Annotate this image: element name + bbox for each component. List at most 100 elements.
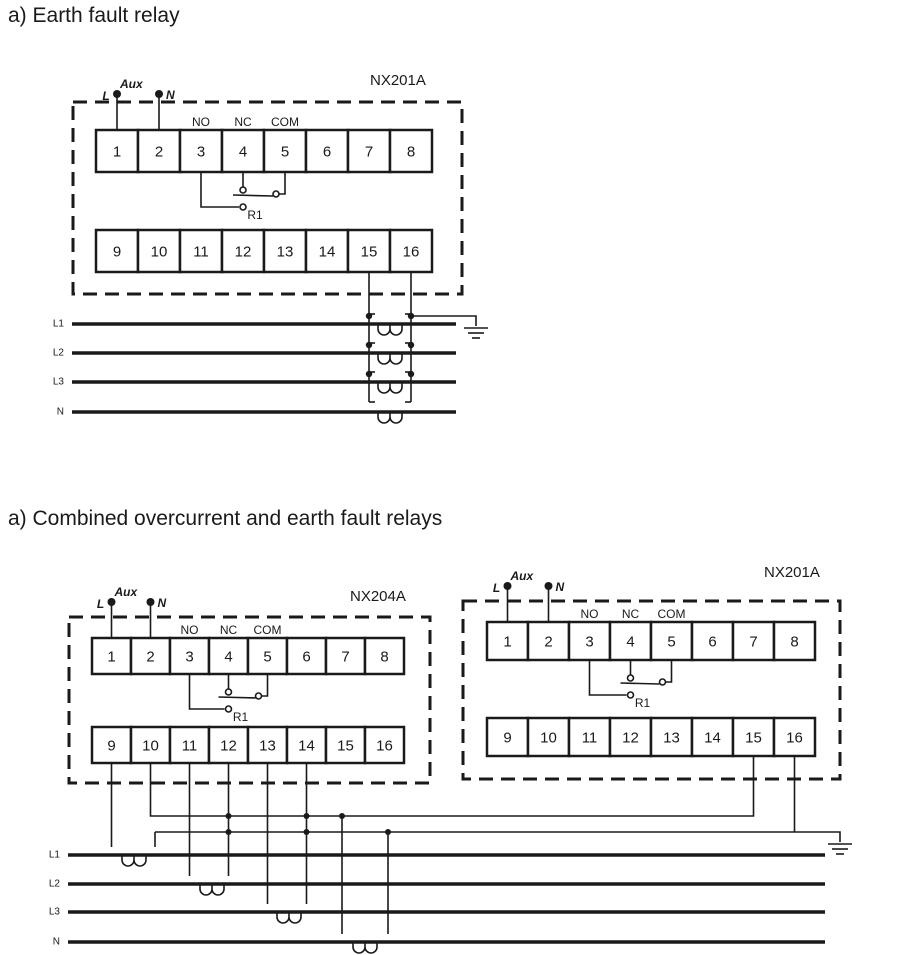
- relay-contact-icon: [200, 172, 286, 211]
- terminal-number: 4: [626, 634, 634, 651]
- busbar-label-l1: L1: [53, 319, 65, 330]
- ct-coil: [377, 324, 403, 336]
- contact-label-com: COM: [271, 115, 299, 129]
- terminal-number: 6: [708, 634, 716, 651]
- contact-terminal: [626, 674, 635, 682]
- busbar-label-l2: L2: [53, 348, 65, 359]
- terminal-number: 13: [259, 738, 276, 755]
- aux-l-terminal: [503, 582, 512, 590]
- terminal-box: [649, 620, 694, 662]
- relay-model-label: NX204A: [350, 588, 406, 605]
- terminal-number: 4: [224, 649, 232, 666]
- junction-dot: [225, 813, 232, 819]
- relay-contact-icon: [588, 660, 673, 699]
- aux-l-terminal: [107, 598, 116, 606]
- ct-coil: [352, 942, 378, 954]
- busbar-label-n: N: [57, 407, 64, 418]
- ct-coil: [377, 412, 403, 424]
- terminal-box: [346, 128, 392, 174]
- no-wire: [588, 660, 627, 696]
- rail-10-to-r15: [149, 756, 755, 817]
- ct-coil: [199, 884, 225, 896]
- terminal-number: 6: [302, 649, 310, 666]
- relay-enclosure: [67, 615, 432, 785]
- terminal-box: [526, 620, 571, 662]
- relay-model-label: NX201A: [764, 564, 820, 581]
- aux-label: Aux: [114, 585, 139, 599]
- com-wire: [261, 674, 269, 697]
- terminal-box: [246, 636, 289, 676]
- aux-n-label: N: [166, 88, 175, 102]
- terminal-number: 1: [107, 649, 115, 666]
- terminal-box: [485, 620, 530, 662]
- terminal-number: 5: [281, 144, 289, 161]
- terminal-box: [772, 716, 817, 758]
- terminal-number: 8: [407, 144, 415, 161]
- com-wire: [279, 172, 286, 195]
- contact-blade: [232, 194, 274, 197]
- contact-blade: [620, 682, 660, 685]
- current-transformer-icon: [352, 942, 378, 954]
- junction-dot: [303, 813, 310, 819]
- terminal-number: 15: [745, 730, 762, 747]
- terminal-number: 13: [663, 730, 680, 747]
- contact-name-label: R1: [247, 208, 263, 222]
- aux-l-label: L: [97, 597, 104, 611]
- com-wire: [665, 660, 673, 683]
- terminal-box: [772, 620, 817, 662]
- terminal-number: 3: [185, 649, 193, 666]
- terminal-number: 14: [298, 738, 315, 755]
- junction-dot: [365, 370, 373, 378]
- current-transformer-icon: [377, 382, 403, 394]
- terminal-box: [485, 716, 530, 758]
- contact-terminal: [626, 691, 635, 699]
- terminal-number: 8: [380, 649, 388, 666]
- terminal-number: 13: [277, 244, 294, 261]
- aux-n-terminal: [155, 90, 163, 98]
- terminal-box: [690, 620, 735, 662]
- terminal-box: [388, 128, 434, 174]
- aux-l-terminal: [113, 90, 121, 98]
- contact-label-no: NO: [181, 623, 199, 637]
- contact-label-com: COM: [254, 623, 282, 637]
- terminal-number: 9: [113, 244, 121, 261]
- earth-rail: [155, 831, 841, 842]
- terminal-box: [94, 128, 140, 174]
- terminal-box: [246, 725, 289, 765]
- terminal-number: 5: [667, 634, 675, 651]
- terminal-number: 15: [337, 738, 354, 755]
- ct-coil: [377, 353, 403, 365]
- current-transformer-icon: [377, 353, 403, 365]
- terminal-box: [346, 228, 392, 274]
- aux-label: Aux: [510, 569, 535, 583]
- junction-dot: [365, 341, 373, 349]
- terminal-box: [324, 636, 367, 676]
- terminal-number: 2: [146, 649, 154, 666]
- contact-terminal: [239, 186, 247, 194]
- terminal-number: 1: [113, 144, 121, 161]
- terminal-number: 14: [704, 730, 721, 747]
- terminal-number: 12: [622, 730, 639, 747]
- terminal-number: 11: [582, 730, 598, 747]
- busbar-label-l3: L3: [53, 377, 65, 388]
- earth-wire: [411, 315, 477, 326]
- junction-dot: [407, 370, 415, 378]
- junction-dot: [365, 312, 373, 320]
- aux-n-label: N: [158, 596, 167, 610]
- aux-l-label: L: [102, 89, 109, 103]
- contact-label-com: COM: [658, 607, 686, 621]
- terminal-number: 10: [540, 730, 557, 747]
- terminal-number: 10: [151, 244, 168, 261]
- terminal-number: 3: [197, 144, 205, 161]
- terminal-box: [731, 620, 776, 662]
- busbar-label-l1: L1: [49, 850, 61, 861]
- terminal-number: 12: [235, 244, 252, 261]
- terminal-number: 2: [544, 634, 552, 651]
- terminal-number: 10: [142, 738, 159, 755]
- terminal-number: 7: [341, 649, 349, 666]
